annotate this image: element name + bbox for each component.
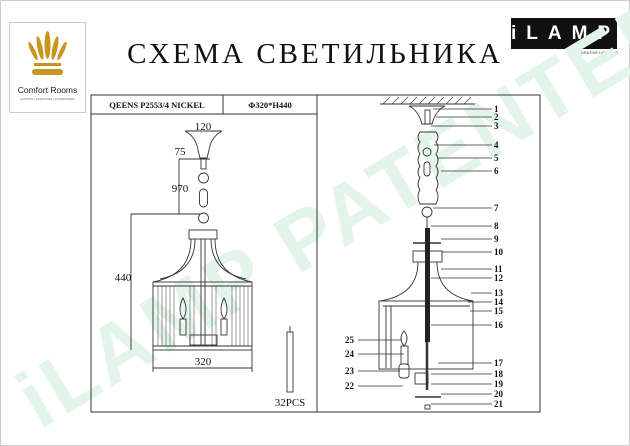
part-number-label: 6 xyxy=(494,166,499,176)
part-number-label: 22 xyxy=(345,381,355,391)
part-number-label: 21 xyxy=(494,399,504,409)
model-name: QEENS P2553/4 NICKEL xyxy=(109,100,205,110)
part-number-label: 18 xyxy=(494,369,504,379)
part-number-label: 19 xyxy=(494,379,504,389)
crown-icon xyxy=(28,31,67,75)
part-number-label: 7 xyxy=(494,203,499,213)
part-number-label: 5 xyxy=(494,153,499,163)
part-number-label: 14 xyxy=(494,297,504,307)
part-number-label: 12 xyxy=(494,273,504,283)
part-number-label: 13 xyxy=(494,288,504,298)
ilamp-logo: iLAMP xyxy=(511,18,617,49)
part-number-label: 16 xyxy=(494,320,504,330)
part-number-label: 20 xyxy=(494,389,504,399)
page-title: СХЕМА СВЕТИЛЬНИКА xyxy=(127,38,503,70)
part-number-label: 8 xyxy=(494,221,499,231)
part-number-label: 23 xyxy=(345,366,355,376)
overall-dimensions: Φ320*H440 xyxy=(248,100,291,110)
crystal-count: 32PCS xyxy=(275,397,306,409)
part-number-label: 1 xyxy=(494,104,499,114)
comfort-rooms-logo: Comfort Rooms LIGHTING | FURNITURE | ACC… xyxy=(9,22,86,113)
part-number-label: 10 xyxy=(494,247,504,257)
central-rod xyxy=(425,228,430,342)
drawing-frame xyxy=(90,94,541,413)
lamp-exterior-view xyxy=(130,130,294,393)
part-number-label: 24 xyxy=(345,349,355,359)
ilamp-tagline: DECORATIVE LIGHTING xyxy=(572,50,618,55)
dim-canopy-width: 120 xyxy=(195,121,212,133)
part-number-label: 17 xyxy=(494,358,504,368)
part-number-label: 25 xyxy=(345,335,355,345)
dim-canopy-height: 75 xyxy=(175,146,187,158)
logo-tagline: LIGHTING | FURNITURE | ACCESSORIES xyxy=(19,98,76,101)
logo-name: Comfort Rooms xyxy=(17,85,78,95)
part-number-label: 4 xyxy=(494,140,499,150)
part-number-label: 3 xyxy=(494,121,499,131)
part-number-label: 15 xyxy=(494,306,504,316)
dim-body-width: 320 xyxy=(195,356,212,368)
dim-body-height: 440 xyxy=(115,272,132,284)
part-number-label: 2 xyxy=(494,112,499,122)
crystal-prism xyxy=(286,331,294,393)
part-number-label: 11 xyxy=(494,264,503,274)
part-number-label: 9 xyxy=(494,234,499,244)
dim-chain-length: 970 xyxy=(172,183,189,195)
